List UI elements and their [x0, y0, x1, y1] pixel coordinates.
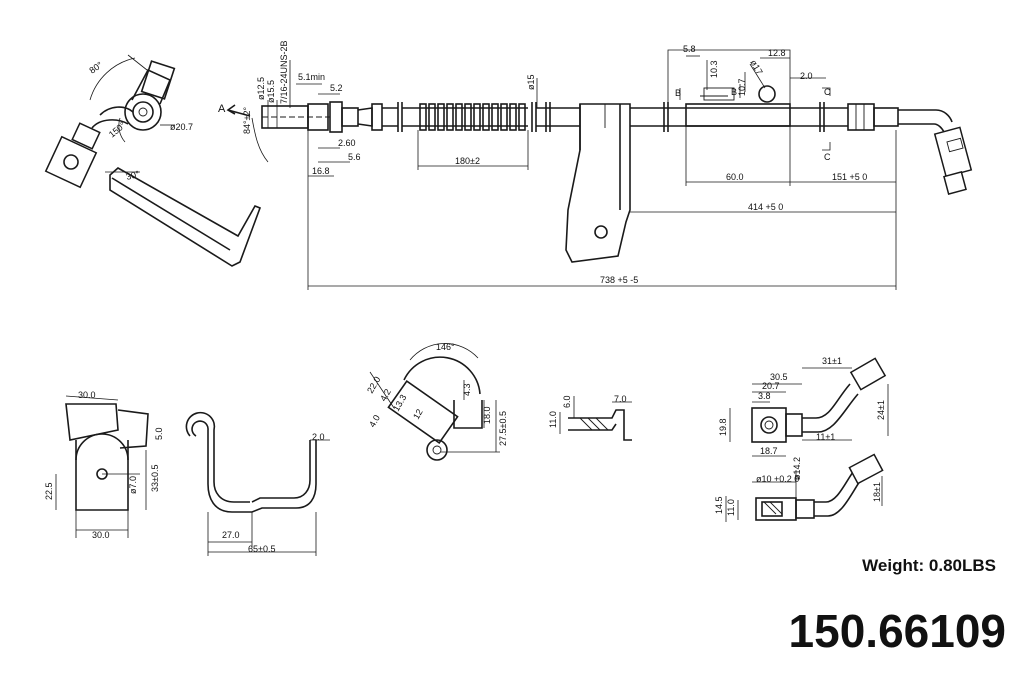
dim-sec-110: 11.0: [548, 411, 558, 428]
clip-detail: 2.0 27.0 65±0.5: [185, 411, 330, 556]
dim-d58: 5.8: [683, 44, 696, 54]
section-detail: 6.0 7.0 11.0: [548, 394, 632, 441]
dim-b2-275: 27.5±0.5: [498, 411, 508, 446]
dim-d56: 5.6: [348, 152, 361, 162]
dim-fit-11: 11±1: [816, 432, 835, 442]
corrugated-spring: [419, 103, 526, 131]
dim-topleft-30: 30°: [125, 169, 141, 182]
dim-d260: 2.60: [338, 138, 356, 148]
dim-fit-305: 30.5: [770, 372, 788, 382]
dim-fit-10: ø10 +0.2 0: [756, 474, 799, 484]
dim-b2-146: 146°: [436, 342, 455, 352]
label-b2: B: [731, 87, 737, 97]
dim-fit-110: 11.0: [726, 499, 736, 516]
dim-fit-24: 24±1: [876, 400, 886, 420]
dim-d52: 5.2: [330, 83, 343, 93]
dim-sec-60: 6.0: [562, 395, 572, 408]
dim-b2-43: 4.3: [462, 383, 472, 396]
dim-clip-270: 27.0: [222, 530, 240, 540]
dim-angle-84: 84°±2°: [242, 106, 252, 134]
dim-fit-31: 31±1: [822, 356, 842, 366]
fitting-detail: 30.5 31±1 20.7 3.8 19.8 18.7 11±1 24±1 ø…: [714, 356, 889, 522]
weight-label: Weight: 0.80LBS: [862, 556, 996, 575]
dim-b1-225: 22.5: [44, 482, 54, 500]
label-b1: B: [675, 88, 681, 98]
main-hose-assembly: A 84°±2° ø12.5 ø15.5 7/16-24UNS-2B 5.1mi…: [218, 40, 973, 290]
dim-d107: 10.7: [737, 78, 747, 96]
dim-d20: 2.0: [800, 71, 813, 81]
part-number: 150.66109: [788, 605, 1006, 657]
end-view-assembly: 80° ø20.7 150° 30°: [44, 54, 262, 267]
dim-fit-18: 18±1: [872, 482, 882, 502]
dim-sec-70: 7.0: [614, 394, 627, 404]
dim-d168: 16.8: [312, 166, 330, 176]
dim-d414: 414 +5 0: [748, 202, 783, 212]
dim-clip-20: 2.0: [312, 432, 325, 442]
dim-fit-187: 18.7: [760, 446, 778, 456]
dim-b2-12: 12: [411, 407, 425, 421]
dim-thread: 7/16-24UNS-2B: [279, 40, 289, 104]
dim-b2-42: 4.2: [378, 387, 393, 403]
dim-topleft-207: ø20.7: [170, 122, 193, 132]
dim-d738: 738 +5 -5: [600, 275, 638, 285]
dim-d155: ø15.5: [266, 80, 276, 103]
dim-b1-70: ø7.0: [128, 476, 138, 494]
dim-min51: 5.1min: [298, 72, 325, 82]
dim-b1-50: 5.0: [154, 427, 164, 440]
dim-fit-198: 19.8: [718, 418, 728, 436]
dim-b1-335: 33±0.5: [150, 465, 160, 492]
bracket-detail-1: 30.0 30.0 22.5 ø7.0 33±0.5 5.0: [44, 390, 164, 540]
dim-fit-142: ø14.2: [792, 457, 802, 480]
dim-d15: ø15: [526, 74, 536, 90]
dim-d125: ø12.5: [256, 77, 266, 100]
label-c2: C: [824, 152, 831, 162]
dim-d600: 60.0: [726, 172, 744, 182]
dim-topleft-80: 80°: [87, 59, 104, 75]
dim-d180: 180±2: [455, 156, 480, 166]
label-c1: C: [824, 87, 831, 97]
dim-b1-300a: 30.0: [78, 390, 96, 400]
dim-clip-65: 65±0.5: [248, 544, 275, 554]
dim-b2-180: 18.0: [482, 406, 492, 424]
dim-d151: 151 +5 0: [832, 172, 867, 182]
dim-d103: 10.3: [709, 60, 719, 78]
dim-d17: ø17: [748, 58, 764, 76]
dim-b2-40: 4.0: [367, 413, 382, 429]
bracket-detail-2: 146° 22.0 4.2 13.3 4.0 12 4.3 18.0 27.5±…: [365, 342, 508, 461]
dim-b1-300b: 30.0: [92, 530, 110, 540]
dim-fit-38: 3.8: [758, 391, 771, 401]
dim-b2-133: 13.3: [391, 393, 408, 413]
dim-fit-207: 20.7: [762, 381, 780, 391]
dim-b2-220: 22.0: [365, 375, 382, 395]
dim-d128: 12.8: [768, 48, 786, 58]
section-label-a: A: [218, 103, 226, 115]
dim-fit-145: 14.5: [714, 496, 724, 514]
